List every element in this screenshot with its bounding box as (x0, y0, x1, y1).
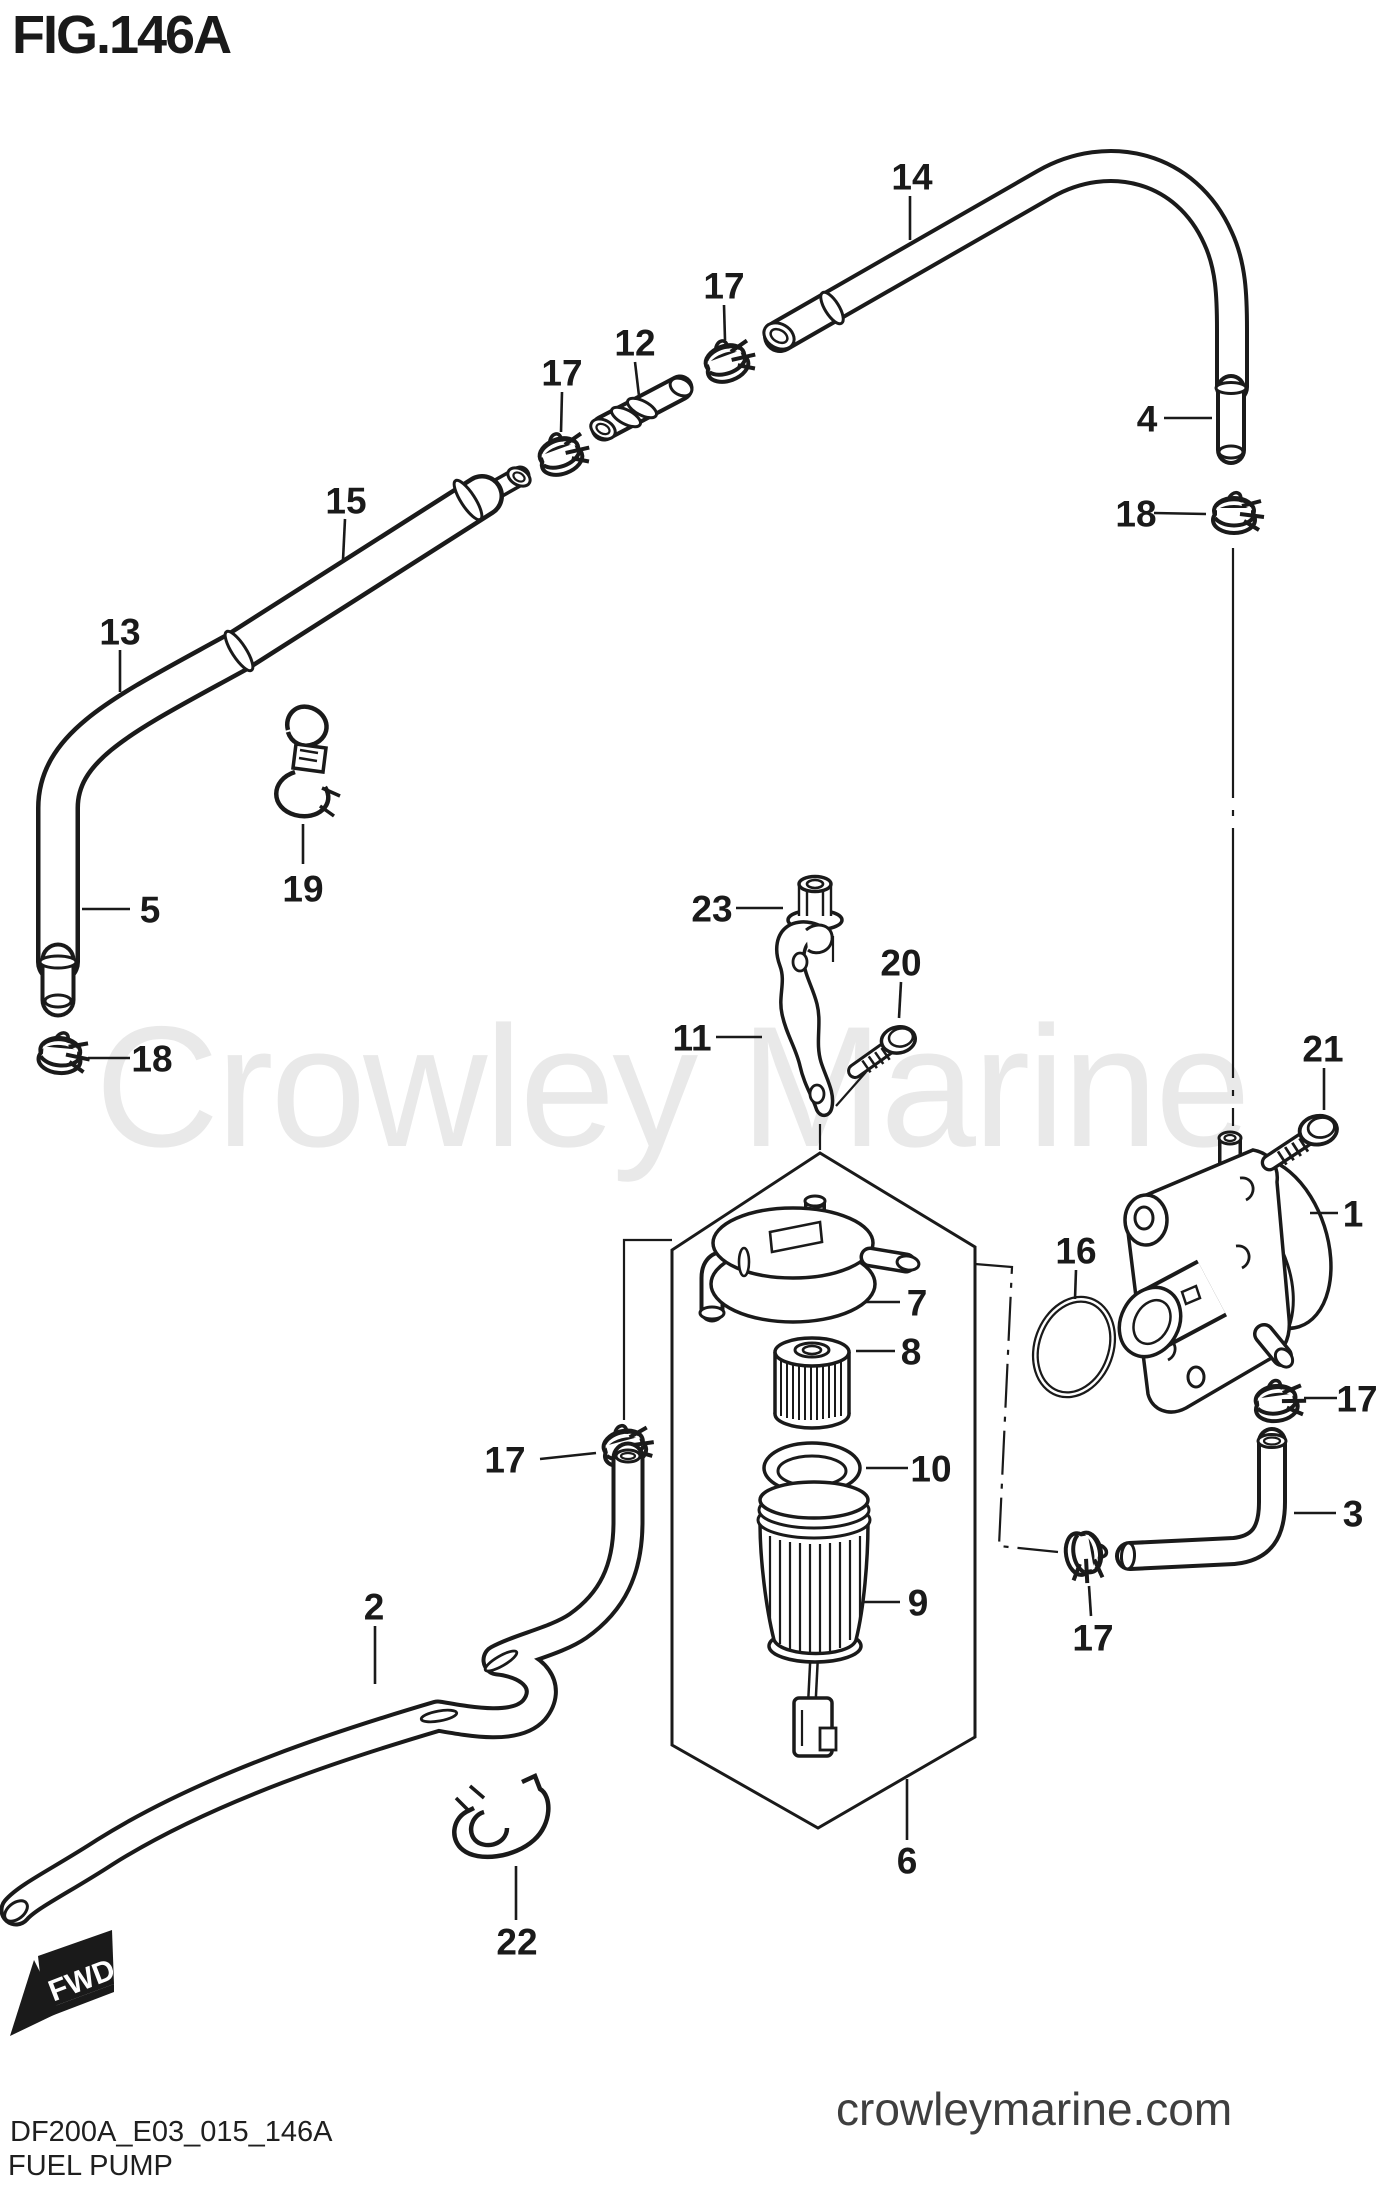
callout-leader-12 (633, 361, 641, 397)
callout-number-17: 17 (541, 352, 582, 393)
o-ring-16 (1031, 1295, 1117, 1399)
callout-number-21: 21 (1302, 1028, 1343, 1069)
callout-leader-17 (722, 304, 727, 341)
callout-number-15: 15 (325, 480, 366, 521)
filter-assembly-outline (670, 1151, 977, 1830)
bolt-21 (1264, 1113, 1341, 1167)
callout-number-2: 2 (364, 1586, 385, 1627)
callout-leader-17 (559, 391, 564, 433)
callout-number-17: 17 (484, 1439, 525, 1480)
callout-number-11: 11 (672, 1017, 711, 1058)
callout-leader-18 (1153, 511, 1207, 516)
fuel-hose-15-13 (36, 465, 532, 1018)
callout-number-17: 17 (1336, 1378, 1377, 1419)
filter-cup-9 (756, 1480, 872, 1758)
callout-number-6: 6 (897, 1840, 918, 1881)
bracket-11 (774, 920, 835, 1118)
callout-leader-17 (539, 1451, 597, 1461)
fuel-hose-2 (0, 1441, 645, 1927)
callout-number-19: 19 (282, 868, 323, 909)
nut-23 (786, 874, 844, 932)
callout-number-4: 4 (1137, 398, 1158, 439)
filter-element-8 (773, 1336, 851, 1430)
fuel-pump-1 (1117, 1130, 1333, 1414)
clamp-17-pump (1250, 1374, 1311, 1426)
callout-number-17: 17 (703, 265, 744, 306)
joint-fitting-12 (589, 374, 694, 442)
callout-number-12: 12 (614, 322, 655, 363)
clamp-19 (274, 704, 341, 819)
callout-number-18: 18 (131, 1038, 172, 1079)
fwd-arrow: FWD (10, 1930, 120, 2036)
callout-number-22: 22 (496, 1921, 537, 1962)
clamp-17-top (696, 329, 763, 390)
callout-number-3: 3 (1343, 1493, 1364, 1534)
callout-leader-17 (1087, 1585, 1093, 1617)
figure-title: FIG.146A (12, 5, 232, 65)
fuel-hose-14 (762, 149, 1249, 404)
callout-number-17: 17 (1072, 1617, 1113, 1658)
callout-number-9: 9 (908, 1582, 929, 1623)
callout-number-18: 18 (1115, 493, 1156, 534)
callout-layer: 14 17 12 17 4 18 15 13 19 5 18 23 20 11 21 1 16 7 8 10 9 6 17 3… (82, 156, 1378, 1962)
callout-leader-16 (1073, 1269, 1078, 1300)
bolt-20 (849, 1024, 920, 1075)
callout-number-10: 10 (910, 1448, 951, 1489)
clamp-18-right (1211, 490, 1266, 535)
filter-cap-7 (698, 1194, 921, 1324)
fuel-hose-3 (1115, 1427, 1288, 1571)
fuel-pipe-4 (1214, 374, 1248, 465)
callout-number-20: 20 (880, 942, 921, 983)
callout-number-14: 14 (891, 156, 933, 197)
callout-number-16: 16 (1055, 1230, 1096, 1271)
figure-name: FUEL PUMP (8, 2150, 173, 2182)
callout-number-7: 7 (907, 1282, 928, 1323)
watermark-text: Crowley Marine (95, 991, 1251, 1183)
website-text: crowleymarine.com (836, 2083, 1233, 2135)
clamp-17-left (530, 422, 597, 483)
drawing-code: DF200A_E03_015_146A (10, 2116, 333, 2148)
callout-number-1: 1 (1343, 1193, 1364, 1234)
callout-number-8: 8 (901, 1331, 922, 1372)
clip-22 (452, 1772, 551, 1860)
callout-number-23: 23 (691, 888, 732, 929)
clamp-18-left (35, 1028, 94, 1078)
clamp-17-lower (1060, 1526, 1114, 1588)
reference-lines (622, 548, 1235, 1554)
callout-number-13: 13 (99, 611, 140, 652)
callout-number-5: 5 (140, 889, 161, 930)
callout-leader-20 (897, 981, 903, 1019)
callout-leader-15 (341, 518, 347, 561)
